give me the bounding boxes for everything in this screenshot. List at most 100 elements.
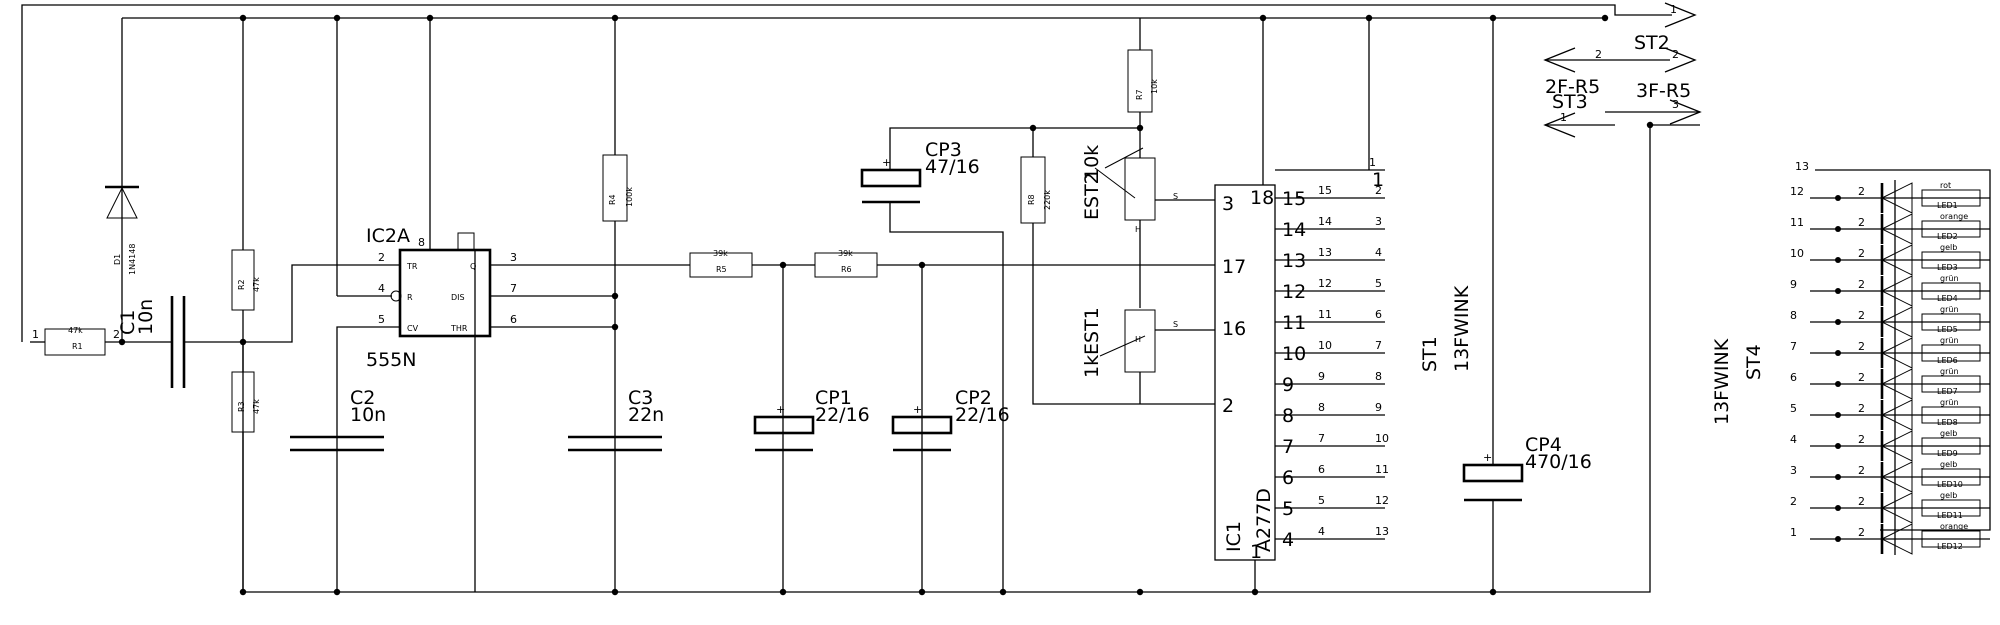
st3-name: ST3	[1552, 91, 1588, 113]
ic1-output-pin-number: 7	[1318, 432, 1325, 445]
ic1-output-pin-number: 4	[1318, 525, 1325, 538]
capacitor-c3: C3 22n	[568, 387, 664, 452]
st1-pin-number: 12	[1375, 494, 1389, 507]
st1-pin-number: 1	[1369, 156, 1376, 169]
r3-value: 47k	[252, 399, 261, 414]
junction-dot	[333, 14, 341, 22]
r1-pin1: 1	[32, 328, 39, 341]
ic2-pinnum-6: 6	[510, 313, 517, 326]
ic1-pin-1: 1	[1250, 541, 1262, 563]
led-color: grün	[1940, 336, 1959, 345]
junction-dot	[1259, 14, 1267, 22]
capacitor-cp2: + CP2 22/16	[891, 387, 1010, 452]
led-connector-pin: 2	[1790, 495, 1797, 508]
led-name: LED10	[1937, 480, 1963, 489]
ic2-pin-tr: TR	[406, 262, 418, 271]
st2-name: ST2	[1634, 32, 1670, 54]
est2-pin-h: H	[1135, 225, 1141, 234]
cp1-plus: +	[776, 403, 785, 416]
ic2-pinnum-3: 3	[510, 251, 517, 264]
d1-type: 1N4148	[128, 244, 137, 275]
led-pin-two: 2	[1858, 278, 1865, 291]
ic1-output-pin: 6	[1282, 467, 1294, 489]
capacitor-cp1: + CP1 22/16	[753, 387, 870, 452]
r1-pin2: 2	[113, 328, 120, 341]
led-name: LED9	[1937, 449, 1958, 458]
c3-value: 22n	[628, 404, 664, 426]
led-connector-pin: 6	[1790, 371, 1797, 384]
supply-rail-top	[21, 4, 1672, 342]
est2-name: EST2	[1081, 172, 1103, 220]
led-name: LED6	[1937, 356, 1958, 365]
est2-pin-s: S	[1173, 192, 1178, 201]
ic1-output-pin-number: 12	[1318, 277, 1332, 290]
ic1-output-pin-number: 8	[1318, 401, 1325, 414]
led-connector-pin: 8	[1790, 309, 1797, 322]
led-color: gelb	[1940, 429, 1957, 438]
junction-dot	[118, 338, 126, 346]
cp1-value: 22/16	[815, 404, 870, 426]
cp3-name: CP3	[925, 139, 962, 161]
junction-dot	[1646, 121, 1654, 129]
r3-name: R3	[237, 401, 246, 412]
led-pin-two: 2	[1858, 247, 1865, 260]
st1-pin-number: 8	[1375, 370, 1382, 383]
led-color: orange	[1940, 212, 1968, 221]
led-triangle	[1880, 275, 1913, 307]
ic2-pin-r: R	[407, 293, 413, 302]
junction-dot	[918, 588, 926, 596]
ic1-output-pin-number: 11	[1318, 308, 1332, 321]
junction-dot	[999, 588, 1007, 596]
ic2a-555-timer: TR R CV Q DIS THR 2 4 5 3 7 6 8 IC2A 555…	[336, 18, 540, 592]
junction-dot	[239, 588, 247, 596]
st1-pin-number: 5	[1375, 277, 1382, 290]
st1-pin-number: 2	[1375, 184, 1382, 197]
led-triangle	[1880, 182, 1913, 214]
cp2-value: 22/16	[955, 404, 1010, 426]
led-triangle	[1880, 213, 1913, 245]
junction-dot	[611, 588, 619, 596]
led-color: gelb	[1940, 460, 1957, 469]
ic2-pinnum-2: 2	[378, 251, 385, 264]
resistor-r5: 39k R5	[689, 249, 810, 278]
st4-name: ST4	[1743, 344, 1765, 380]
ic1-output-pin-number: 9	[1318, 370, 1325, 383]
led-name: LED8	[1937, 418, 1958, 427]
led-pin-two: 2	[1858, 402, 1865, 415]
ic2-pin-q: Q	[470, 262, 476, 271]
ground-rail	[242, 124, 1700, 593]
potentiometer-est1: S H EST1 1k	[1081, 307, 1215, 404]
r5-value: 39k	[713, 249, 728, 258]
resistor-r4: R4 100k	[602, 18, 634, 592]
ic1-name: IC1	[1223, 521, 1245, 552]
ic1-output-pin: 10	[1282, 343, 1306, 365]
resistor-r6: 39k R6	[814, 249, 1215, 278]
led-pin-two: 2	[1858, 433, 1865, 446]
st1-pin-number: 4	[1375, 246, 1382, 259]
led-triangle	[1880, 306, 1913, 338]
junction-dot	[239, 14, 247, 22]
cp1-name: CP1	[815, 387, 852, 409]
est2-value: 10k	[1081, 145, 1103, 180]
ic1-output-pin-number: 14	[1318, 215, 1332, 228]
ic1-left-3: 3	[1222, 193, 1234, 215]
ic1-left-17: 17	[1222, 256, 1246, 278]
r1-value: 47k	[68, 326, 83, 335]
junction-dot	[1029, 124, 1037, 132]
led-name: LED2	[1937, 232, 1958, 241]
est1-pin-h: H	[1135, 335, 1141, 344]
ic1-output-pin-number: 13	[1318, 246, 1332, 259]
est1-pin-s: S	[1173, 320, 1178, 329]
ic1-output-pin: 12	[1282, 281, 1306, 303]
junction-dot	[611, 323, 619, 331]
led-pin-two: 2	[1858, 216, 1865, 229]
ic2-pin-dis: DIS	[451, 293, 465, 302]
junction-dot	[611, 14, 619, 22]
led-triangle	[1880, 244, 1913, 276]
